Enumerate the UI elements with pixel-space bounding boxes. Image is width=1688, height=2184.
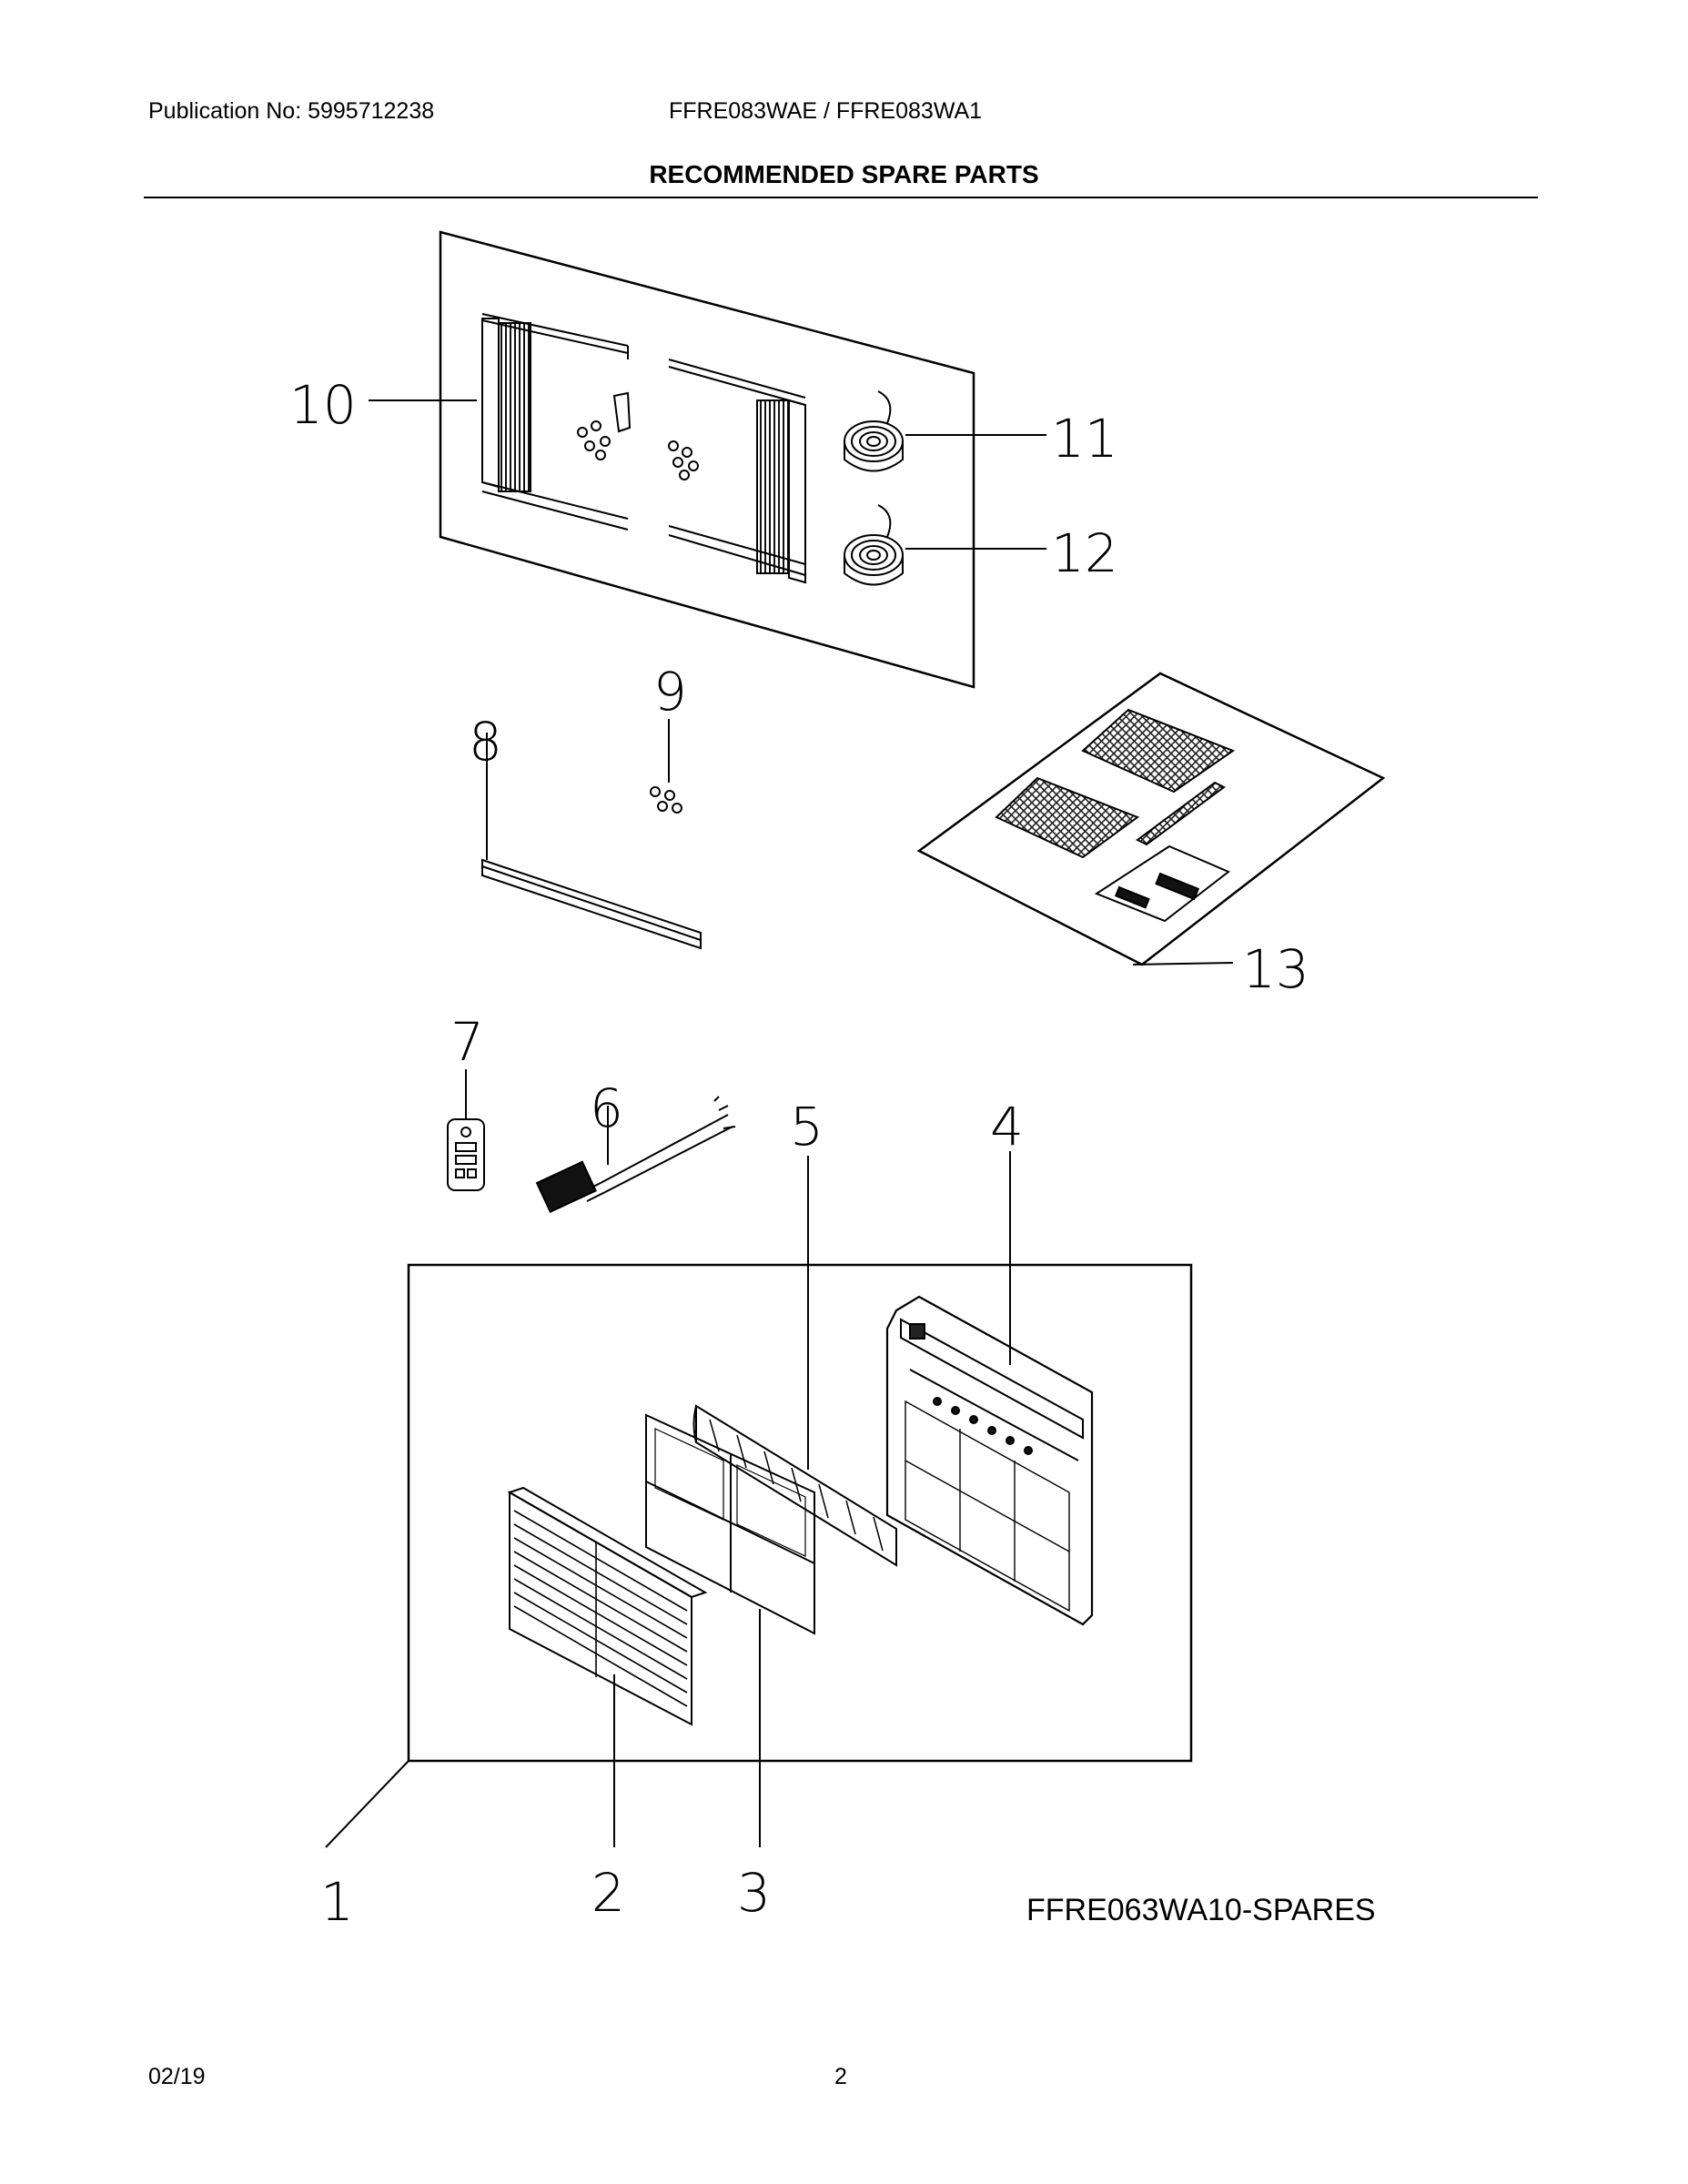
page-number: 2 — [834, 2064, 847, 2089]
front-assembly-box — [325, 1263, 1193, 1848]
callout-2: 2 — [591, 1862, 625, 1924]
callout-4: 4 — [990, 1096, 1024, 1158]
model-numbers: FFRE083WAE / FFRE083WA1 — [669, 98, 983, 124]
callout-8: 8 — [469, 711, 502, 773]
callout-13: 13 — [1242, 938, 1309, 1000]
page-title: RECOMMENDED SPARE PARTS — [649, 160, 1039, 188]
callout-1: 1 — [320, 1871, 354, 1933]
callout-10: 10 — [289, 374, 357, 436]
air-filter — [645, 1413, 815, 1847]
screws-bag — [650, 719, 682, 814]
front-grille — [507, 1486, 708, 1847]
callout-7: 7 — [450, 1011, 484, 1073]
air-louver — [692, 1156, 897, 1567]
callout-12: 12 — [1051, 522, 1118, 584]
callout-9: 9 — [653, 661, 687, 723]
remote-control — [447, 1069, 485, 1191]
callout-3: 3 — [737, 1862, 771, 1924]
publication-number: Publication No: 5995712238 — [148, 98, 435, 124]
footer-date: 02/19 — [148, 2064, 206, 2089]
screws-group-right — [668, 440, 699, 480]
foam-seal-roll-11 — [844, 390, 904, 472]
callout-5: 5 — [790, 1096, 824, 1158]
foam-seal-roll-12 — [844, 504, 904, 586]
callout-11: 11 — [1051, 408, 1118, 470]
front-panel — [885, 1151, 1094, 1626]
power-cord — [535, 1096, 736, 1214]
top-rail-strip — [481, 733, 702, 950]
diagram-caption: FFRE063WA10-SPARES — [1026, 1893, 1376, 1927]
callout-6: 6 — [590, 1077, 623, 1139]
window-kit-panel — [369, 230, 1046, 689]
header-rule — [144, 197, 1538, 198]
screws-group-left — [577, 420, 611, 460]
manuals-filter-sheet — [916, 672, 1386, 966]
